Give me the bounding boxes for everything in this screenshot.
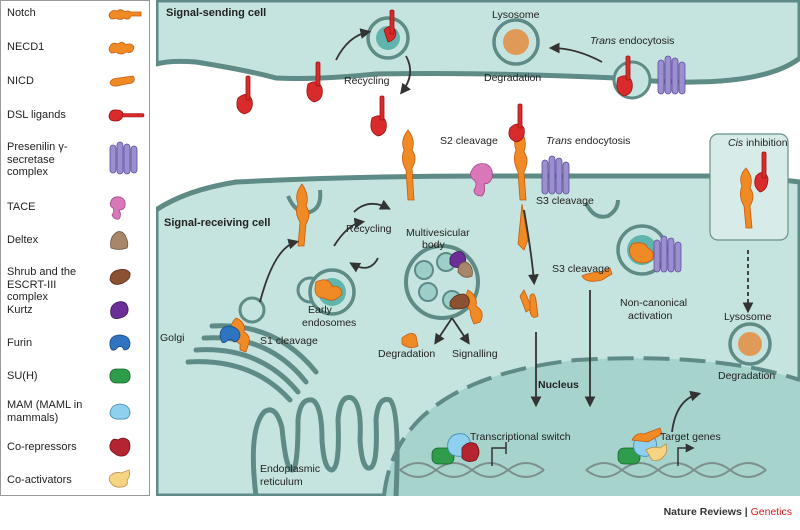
- legend-label: Kurtz: [7, 304, 33, 316]
- label-degradation-mid: Degradation: [378, 348, 435, 360]
- lysosome-right: [728, 322, 772, 366]
- legend-label: Shrub and the ESCRT-III complex: [7, 266, 77, 303]
- furin-icon: [109, 334, 131, 351]
- endoplasmic-reticulum: [250, 395, 400, 496]
- dna-right: [585, 462, 767, 478]
- mam-icon: [109, 403, 131, 420]
- legend-label: Presenilin γ-secretase complex: [7, 141, 68, 178]
- label-cis-inhibition: Cis inhibition: [728, 137, 788, 149]
- notch-icon: [108, 9, 142, 20]
- label-recycling-top: Recycling: [344, 75, 390, 87]
- label-signalling: Signalling: [452, 348, 498, 360]
- label-non-canonical-1: Non-canonical: [620, 297, 687, 309]
- necd1-icon: [108, 41, 135, 55]
- pathway-arrows: [259, 28, 754, 433]
- label-s3-cleavage-right: S3 cleavage: [552, 263, 610, 275]
- kurtz-icon: [110, 301, 129, 319]
- label-trans-endocytosis-top: Trans endocytosis: [590, 35, 674, 47]
- label-s1-cleavage: S1 cleavage: [260, 335, 318, 347]
- legend-panel: Notch NECD1 NICD DSL ligands Presenilin …: [0, 0, 150, 496]
- label-golgi: Golgi: [160, 332, 185, 344]
- suh-icon: [109, 368, 131, 384]
- label-target-genes: Target genes: [660, 431, 721, 443]
- transcription-complex-left: [431, 433, 480, 465]
- label-trans-endocytosis-mid: Trans endocytosis: [546, 135, 630, 147]
- furin-enzyme: [219, 325, 241, 344]
- legend-label: Deltex: [7, 234, 39, 246]
- diagram-labels: Signal-sending cell Recycling Lysosome D…: [160, 7, 788, 488]
- legend-label: NICD: [7, 75, 34, 87]
- transcription-complex-right: [617, 427, 668, 465]
- legend-label: Co-repressors: [7, 441, 77, 453]
- legend-label: Notch: [7, 7, 36, 19]
- label-er-2: reticulum: [260, 476, 303, 488]
- shrub-icon: [109, 269, 131, 285]
- sending-cell: [156, 0, 800, 85]
- notch-pathway-diagram: Signal-sending cell Recycling Lysosome D…: [156, 0, 800, 496]
- label-multivesicular-2: body: [422, 239, 446, 251]
- legend-label: Furin: [7, 337, 33, 349]
- label-early-endosomes-1: Early: [308, 304, 333, 316]
- credit-separator: |: [741, 506, 751, 518]
- legend-label: MAM (MAML in mammals): [7, 399, 83, 424]
- legend-label: TACE: [7, 201, 36, 213]
- label-degradation-right: Degradation: [718, 370, 775, 382]
- tace-icon: [109, 196, 126, 220]
- coactivator-icon: [108, 469, 131, 488]
- credit-journal: Nature Reviews: [663, 506, 742, 518]
- label-degradation-top: Degradation: [484, 72, 541, 84]
- deltex-protein: [457, 261, 473, 278]
- label-receiving-cell: Signal-receiving cell: [164, 217, 270, 229]
- label-er-1: Endoplasmic: [260, 463, 320, 475]
- dsl-ligand-icon: [108, 109, 145, 122]
- journal-credit: Nature Reviews | Genetics: [664, 506, 792, 518]
- dna-left: [399, 462, 545, 478]
- golgi-vesicle: [238, 296, 266, 324]
- notch-receptors: [231, 129, 754, 353]
- legend-label: NECD1: [7, 41, 45, 53]
- golgi: [185, 323, 319, 403]
- credit-section: Genetics: [750, 506, 792, 518]
- shrub-protein: [449, 293, 470, 310]
- label-lysosome-right: Lysosome: [724, 311, 772, 323]
- label-nucleus: Nucleus: [538, 379, 579, 391]
- legend-label: DSL ligands: [7, 109, 66, 121]
- label-s3-cleavage-mid: S3 cleavage: [536, 195, 594, 207]
- dsl-ligands: [236, 9, 769, 193]
- repressed-promoter-mark: [491, 442, 507, 466]
- legend-label: SU(H): [7, 370, 38, 382]
- presenilin-complexes: [541, 55, 686, 273]
- label-s2-cleavage: S2 cleavage: [440, 135, 498, 147]
- label-lysosome-top: Lysosome: [492, 9, 540, 21]
- legend-label: Co-activators: [7, 474, 72, 486]
- label-non-canonical-2: activation: [628, 310, 673, 322]
- tace-enzyme: [470, 163, 493, 197]
- corepressor-icon: [109, 437, 131, 457]
- nicd-fragments: [401, 267, 613, 348]
- lysosome-top: [492, 18, 540, 66]
- label-early-endosomes-2: endosomes: [302, 317, 356, 329]
- label-multivesicular-1: Multivesicular: [406, 227, 470, 239]
- deltex-icon: [110, 231, 129, 250]
- nicd-icon: [109, 75, 135, 87]
- label-sending-cell: Signal-sending cell: [166, 7, 266, 19]
- active-promoter-mark: [677, 443, 695, 466]
- label-transcriptional-switch: Transcriptional switch: [470, 431, 571, 443]
- presenilin-icon: [109, 141, 138, 175]
- label-recycling-mid: Recycling: [346, 223, 392, 235]
